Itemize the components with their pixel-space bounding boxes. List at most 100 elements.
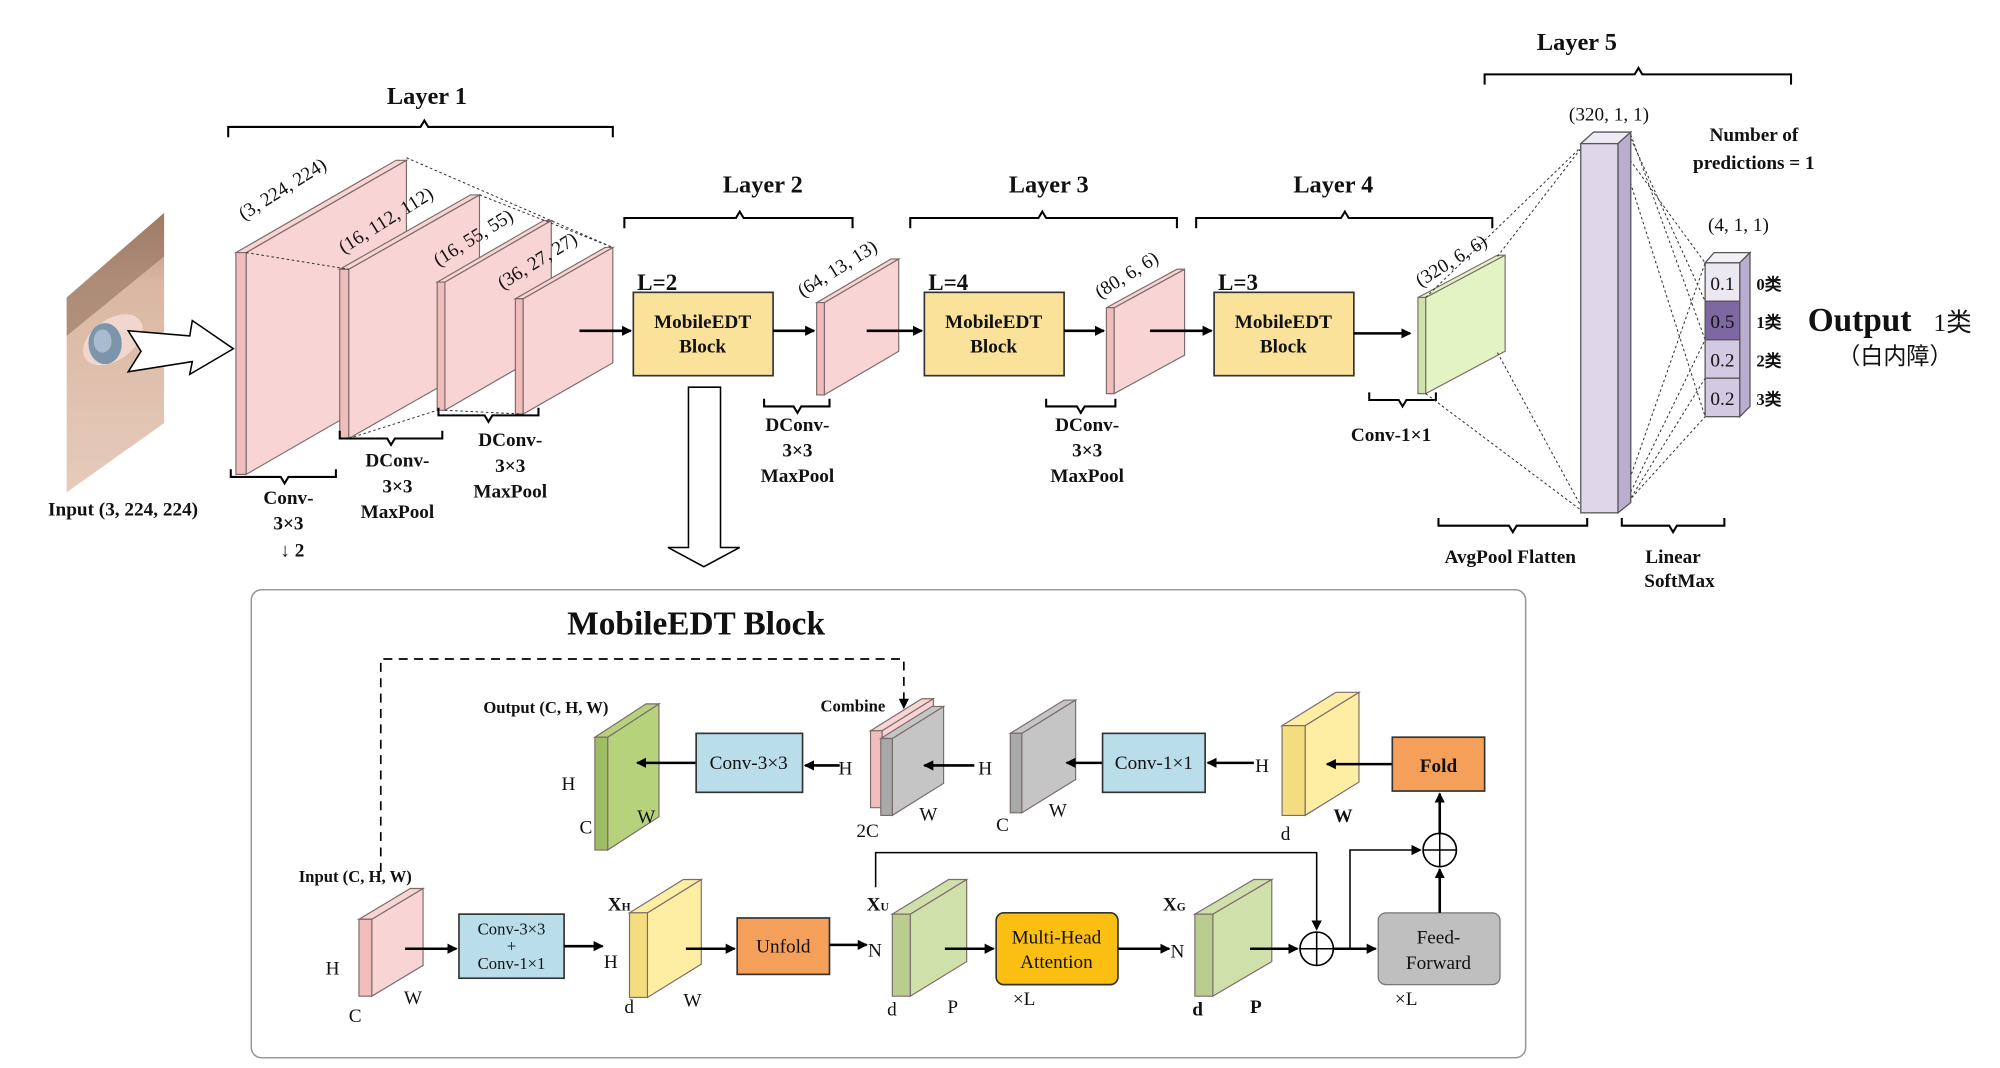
dim-W: W: [1049, 801, 1068, 822]
feature-map-320-6-6: [1417, 254, 1506, 395]
add-operator-icon: [1422, 832, 1458, 868]
folded-feature-map: [1280, 691, 1362, 817]
input-eye-image: [66, 212, 165, 493]
predictions-note-1: Number of: [1709, 125, 1798, 146]
slab-front-face: [339, 268, 350, 440]
dim-d: d: [887, 999, 897, 1020]
dim-W: W: [637, 807, 656, 828]
dim-W: W: [404, 988, 423, 1009]
conv-combo-3: Conv-1×1: [478, 954, 546, 973]
multi-head-attention-box: [995, 912, 1119, 986]
dim-d: d: [1281, 824, 1291, 845]
expand-hollow-arrow: [667, 386, 741, 568]
slab-front-face: [1105, 307, 1115, 395]
layer-2-brace: [623, 209, 854, 229]
output-class-name: （白内障）: [1837, 343, 1952, 369]
flatten-vector-320-1-1: [1579, 130, 1633, 515]
output-cell: [1704, 377, 1741, 418]
dconv-1-label-3: MaxPool: [361, 502, 435, 523]
xh-label: XH: [608, 894, 631, 915]
slab-front-face: [436, 281, 446, 411]
dim-H: H: [604, 952, 618, 973]
add-operator-icon: [1299, 931, 1335, 967]
ff-residual-line: [1349, 844, 1422, 949]
dim-N: N: [868, 940, 882, 961]
repeat-label-l4: L=4: [928, 269, 969, 295]
layer-5-title: Layer 5: [1537, 29, 1617, 56]
block-label-2: Block: [970, 337, 1017, 358]
residual-dashed-line: [379, 658, 909, 872]
xg-label: XG: [1163, 894, 1186, 915]
dconv-1-label-2: 3×3: [382, 476, 412, 497]
output-feature-map: [592, 702, 661, 852]
dconv-1-label-1: DConv-: [365, 451, 429, 472]
combine-gray-map: [878, 705, 946, 817]
block-input-label: Input (C, H, W): [299, 867, 412, 886]
shape-label-8: (320, 1, 1): [1569, 105, 1649, 126]
conv-label-2: 3×3: [273, 514, 303, 535]
fold-box: [1391, 736, 1486, 792]
conv-combo-1: Conv-3×3: [478, 920, 546, 939]
block-label-2: Block: [1260, 337, 1307, 358]
slab-front-face: [628, 912, 649, 999]
slab-front-face: [235, 252, 247, 475]
softmax-label: SoftMax: [1644, 571, 1715, 592]
block-label-2: Block: [679, 337, 726, 358]
combine-label: Combine: [821, 697, 886, 716]
dconv-4-label-2: 3×3: [1072, 440, 1102, 461]
layer-1-brace: [227, 118, 614, 138]
output-cell-value: 0.2: [1710, 351, 1734, 372]
xg-feature-map: [1192, 878, 1274, 998]
shape-label-9: (4, 1, 1): [1708, 215, 1769, 236]
avgpool-brace: [1437, 517, 1589, 535]
output-class-label: 2类: [1756, 351, 1781, 371]
dim-H: H: [838, 758, 852, 779]
linear-brace: [1620, 517, 1726, 535]
xu-feature-map: [890, 878, 969, 998]
dconv-4-label-1: DConv-: [1055, 415, 1119, 436]
dim-W: W: [919, 805, 938, 826]
dconv-3-label-3: MaxPool: [761, 466, 835, 487]
dim-C: C: [579, 817, 592, 838]
conv1x1-brace: [1368, 392, 1437, 409]
feature-map-64-13-13: [814, 257, 901, 396]
layer-3-brace: [909, 209, 1178, 229]
dconv-2-label-2: 3×3: [495, 456, 525, 477]
slab-front-face: [514, 298, 524, 415]
repeat-label-l2: L=2: [637, 269, 677, 295]
predictions-note-2: predictions = 1: [1693, 153, 1815, 174]
dim-W: W: [1333, 806, 1352, 827]
ff-label-1: Feed-: [1417, 928, 1461, 949]
block-output-label: Output (C, H, W): [483, 698, 608, 717]
conv-label-1: Conv-: [263, 488, 313, 509]
xh-feature-map: [627, 878, 704, 999]
mha-label-1: Multi-Head: [1012, 928, 1102, 949]
fc-projection-lines: [1425, 134, 1706, 514]
dim-C: C: [996, 815, 1009, 836]
layer-1-title: Layer 1: [387, 83, 467, 110]
ff-label-2: Forward: [1406, 953, 1472, 974]
dim-H: H: [562, 774, 576, 795]
block-label-1: MobileEDT: [1235, 312, 1332, 333]
block-input-map: [356, 887, 426, 998]
slab-front-face: [891, 913, 911, 997]
output-title: Output: [1808, 302, 1912, 339]
dim-d: d: [1192, 999, 1203, 1020]
ff-repeat: ×L: [1395, 989, 1418, 1010]
block-panel-title: MobileEDT Block: [567, 606, 825, 643]
output-class-label: 1类: [1756, 312, 1781, 332]
mobileedt-block-layer2: [632, 291, 774, 377]
layer-4-title: Layer 4: [1293, 171, 1373, 198]
output-class-label: 3类: [1756, 389, 1781, 409]
slab-front-face: [1194, 913, 1214, 997]
output-cell-value: 0.5: [1710, 312, 1734, 333]
conv1x1-output-map: [1008, 698, 1078, 814]
dim-P: P: [947, 997, 958, 1018]
conv1x1-box: [1101, 732, 1206, 794]
dim-d: d: [624, 997, 634, 1018]
slab-front-face: [1417, 296, 1427, 395]
layer-4-brace: [1195, 209, 1494, 229]
dim-2C: 2C: [856, 821, 878, 842]
